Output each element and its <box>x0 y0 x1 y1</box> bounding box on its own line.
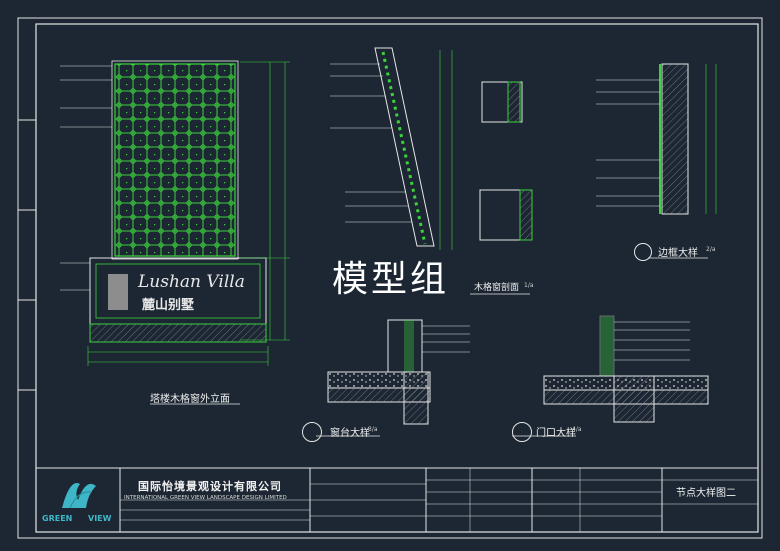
sheet-title: 节点大样图二 <box>676 488 736 499</box>
section-mark: 1/a <box>524 282 534 289</box>
door-detail-circle <box>512 422 532 442</box>
sign-text-cn: 麓山别墅 <box>142 298 195 313</box>
door-detail-drawing <box>512 315 709 437</box>
sill-detail-circle <box>302 422 322 442</box>
edge-detail-mark: 2/a <box>706 246 716 253</box>
watermark: 模型组 <box>332 259 450 300</box>
edge-detail-title: 边框大样 <box>658 248 698 259</box>
elevation-drawing <box>60 60 290 405</box>
sill-detail-mark: 3/a <box>368 426 378 433</box>
company-logo-icon <box>62 483 96 509</box>
section-drawing <box>330 47 533 295</box>
edge-detail-drawing <box>596 63 717 259</box>
door-detail-mark: 4/a <box>572 426 582 433</box>
sign-text: Lushan Villa <box>138 272 245 292</box>
elevation-title: 塔楼木格窗外立面 <box>150 394 230 405</box>
sill-detail-title: 窗台大样 <box>330 428 370 439</box>
company-name-cn: 国际怡境景观设计有限公司 <box>138 480 282 493</box>
door-detail-title: 门口大样 <box>536 428 576 439</box>
sill-detail-drawing <box>316 319 470 437</box>
company-name-en: INTERNATIONAL GREEN VIEW LANDSCAPE DESIG… <box>124 495 287 501</box>
logo-text-right: VIEW <box>88 514 112 523</box>
edge-detail-circle <box>634 243 652 261</box>
title-block <box>35 467 759 533</box>
logo-text-left: GREEN <box>42 514 73 523</box>
section-title: 木格窗剖面 <box>474 283 520 293</box>
